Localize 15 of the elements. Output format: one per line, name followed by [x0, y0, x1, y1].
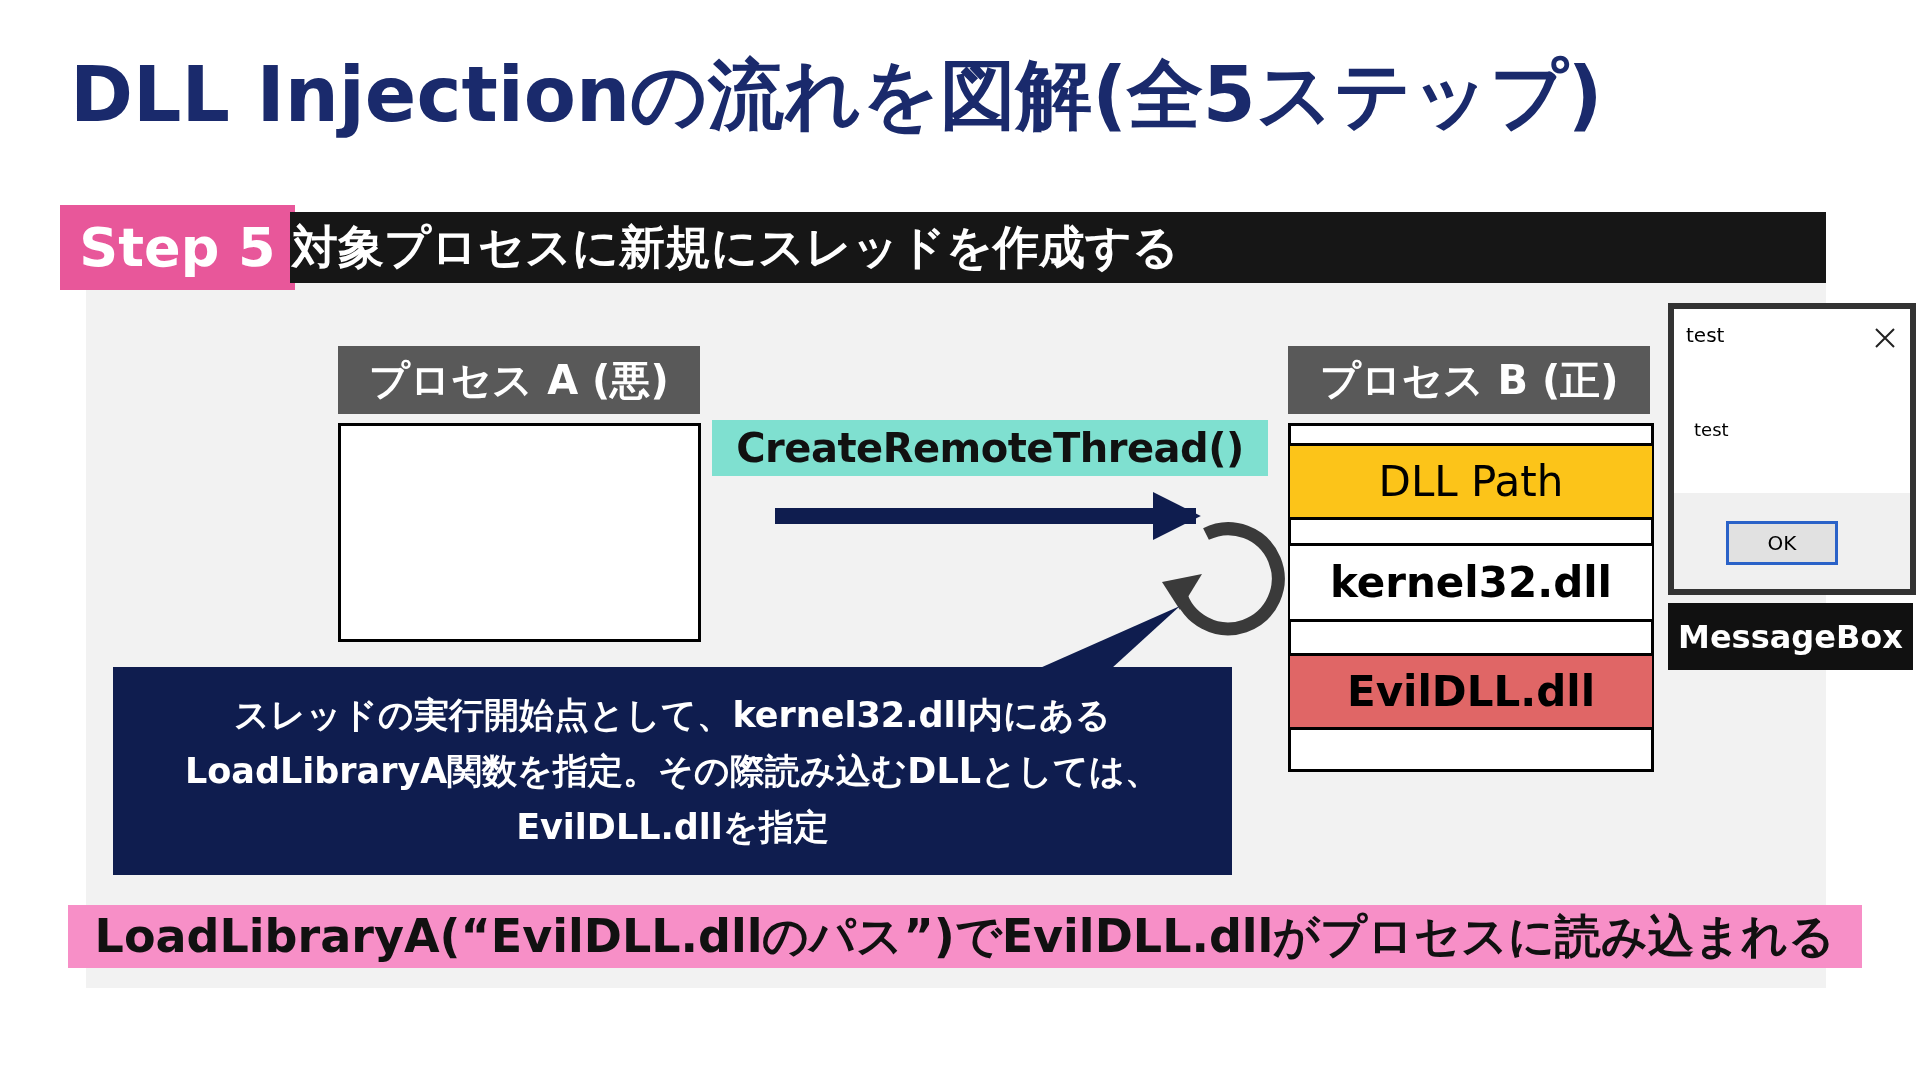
memory-cell: EvilDLL.dll	[1290, 653, 1652, 730]
process-label: プロセス B (正)	[1288, 346, 1650, 414]
edge-label: CreateRemoteThread()	[712, 420, 1268, 476]
memory-cell: kernel32.dll	[1290, 543, 1652, 622]
highlight-bar: LoadLibraryA(“EvilDLL.dllのパス”)でEvilDLL.dllがプロセスに読み込まれる	[68, 905, 1862, 968]
process-label: プロセス A (悪)	[338, 346, 700, 414]
caption-box: MessageBox	[1668, 603, 1913, 670]
title: DLL Injectionの流れを図解(全5ステップ)	[70, 49, 1603, 141]
memory-cell: DLL Path	[1290, 443, 1652, 520]
dialog-message: test	[1694, 419, 1729, 440]
header-bar: 対象プロセスに新規にスレッドを作成する	[290, 212, 1826, 283]
dialog-title: test	[1686, 323, 1725, 347]
arrow	[775, 492, 1201, 540]
callout-pointer	[1040, 606, 1180, 668]
ok-button: OK	[1726, 521, 1838, 565]
